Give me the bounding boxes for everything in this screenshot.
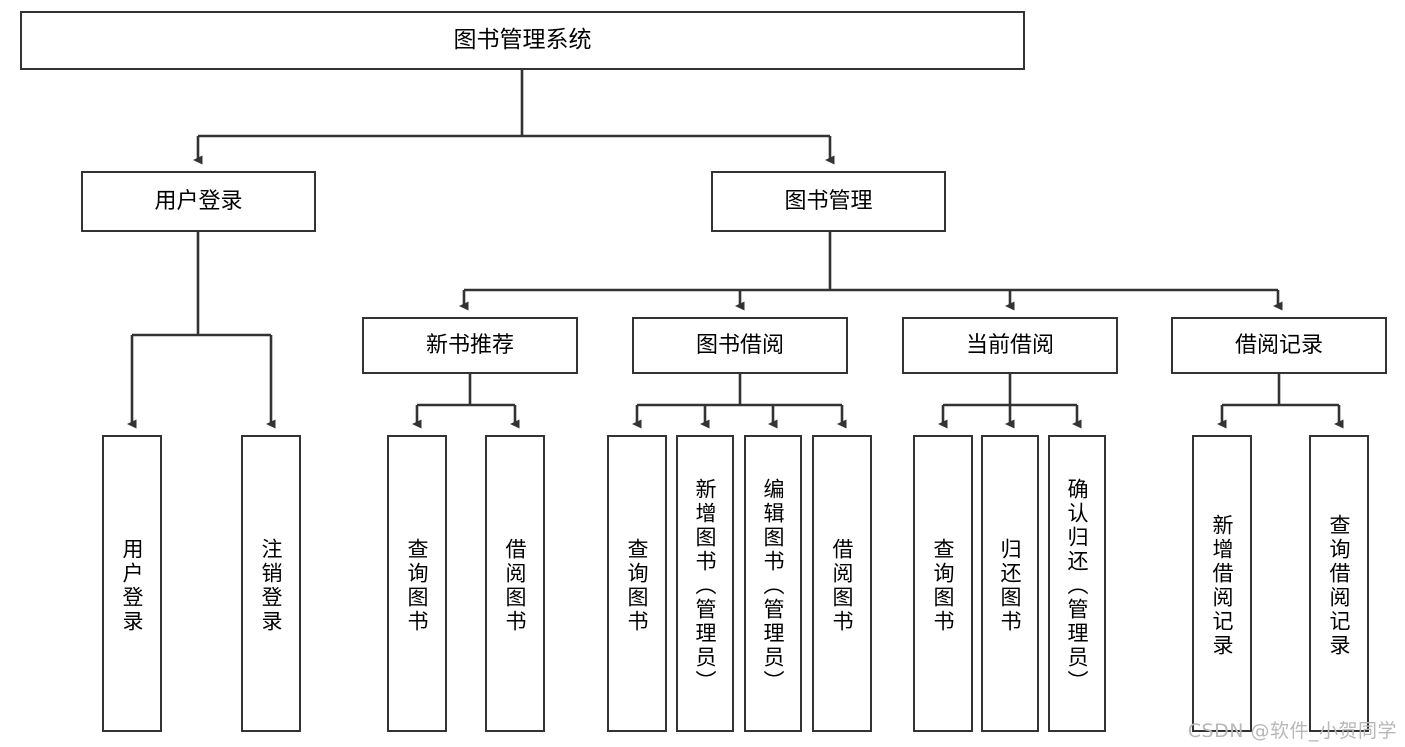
leaf-query-book-current[interactable]: 查询图书 (913, 435, 973, 732)
node-book-management[interactable]: 图书管理 (711, 171, 946, 232)
node-label: 确认归还（管理员） (1065, 477, 1090, 694)
node-label: 新增借阅记录 (1210, 513, 1235, 658)
node-book-borrow[interactable]: 图书借阅 (632, 317, 848, 374)
leaf-confirm-return-admin[interactable]: 确认归还（管理员） (1048, 435, 1106, 732)
node-label: 归还图书 (998, 537, 1023, 634)
node-label: 借阅图书 (503, 537, 528, 634)
node-label: 注销登录 (259, 537, 284, 634)
node-label: 借阅记录 (1234, 332, 1323, 358)
leaf-query-book-borrow[interactable]: 查询图书 (607, 435, 667, 732)
node-label: 查询图书 (405, 537, 430, 634)
leaf-add-book-admin[interactable]: 新增图书（管理员） (676, 435, 734, 732)
node-label: 用户登录 (154, 188, 243, 214)
node-label: 查询图书 (625, 537, 650, 634)
node-label: 图书管理 (784, 188, 873, 214)
node-label: 用户登录 (120, 537, 145, 634)
node-label: 新书推荐 (425, 332, 514, 358)
node-borrow-record[interactable]: 借阅记录 (1171, 317, 1387, 374)
leaf-add-borrow-record[interactable]: 新增借阅记录 (1192, 435, 1252, 732)
node-label: 借阅图书 (830, 537, 855, 634)
csdn-watermark: CSDN @软件_小贺同学 (1187, 720, 1397, 742)
node-label: 图书借阅 (695, 332, 784, 358)
node-label: 图书管理系统 (453, 26, 592, 53)
leaf-borrow-book-new-recommend[interactable]: 借阅图书 (485, 435, 545, 732)
leaf-user-login[interactable]: 用户登录 (102, 435, 162, 732)
node-label: 查询图书 (931, 537, 956, 634)
leaf-query-borrow-record[interactable]: 查询借阅记录 (1309, 435, 1369, 732)
node-root-book-management-system[interactable]: 图书管理系统 (20, 11, 1025, 70)
node-label: 新增图书（管理员） (693, 477, 718, 694)
node-new-book-recommend[interactable]: 新书推荐 (362, 317, 578, 374)
leaf-edit-book-admin[interactable]: 编辑图书（管理员） (744, 435, 802, 732)
leaf-return-book[interactable]: 归还图书 (981, 435, 1039, 732)
leaf-logout[interactable]: 注销登录 (241, 435, 301, 732)
leaf-query-book-new-recommend[interactable]: 查询图书 (387, 435, 447, 732)
node-label: 当前借阅 (965, 332, 1054, 358)
node-user-login[interactable]: 用户登录 (81, 171, 316, 232)
node-label: 查询借阅记录 (1327, 513, 1352, 658)
node-label: 编辑图书（管理员） (761, 477, 786, 694)
node-current-borrow[interactable]: 当前借阅 (902, 317, 1118, 374)
leaf-borrow-book-borrow[interactable]: 借阅图书 (812, 435, 872, 732)
